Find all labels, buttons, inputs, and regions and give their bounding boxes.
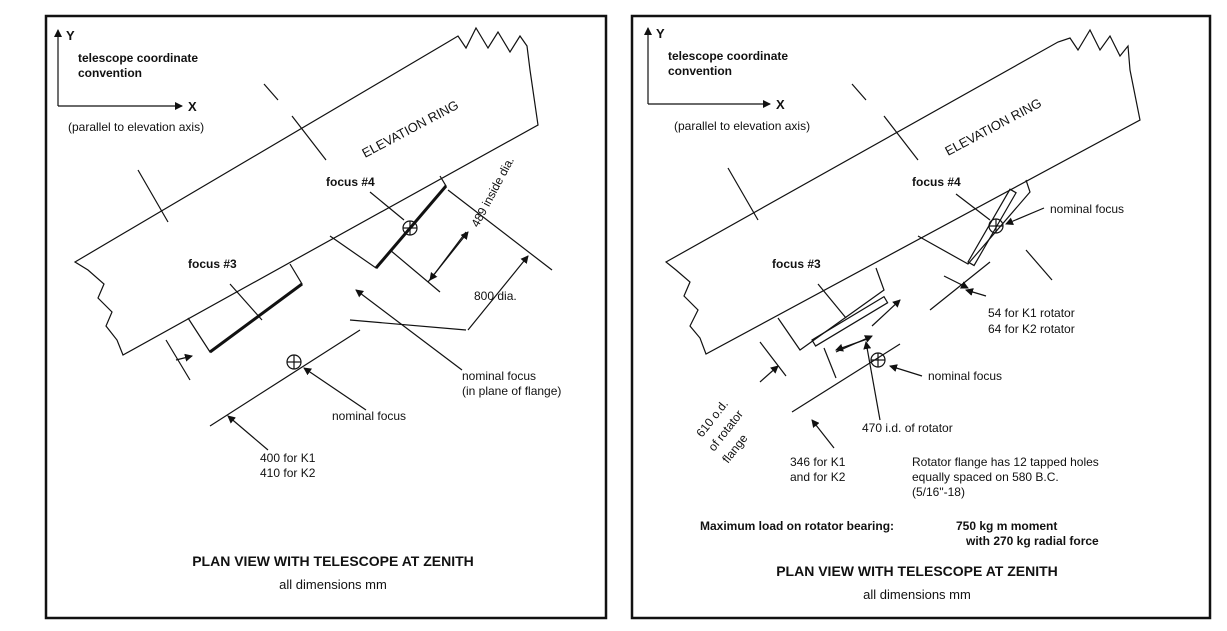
left-dim-400-arrow [227, 415, 269, 451]
left-outer-dia-label: 800 dia. [474, 289, 517, 303]
right-focus4-label: focus #4 [912, 175, 961, 189]
right-max-load-label: Maximum load on rotator bearing: [700, 519, 894, 533]
left-panel-border [44, 14, 608, 620]
right-flange-note-2: equally spaced on 580 B.C. [912, 470, 1059, 484]
left-dim-outer-dia [467, 255, 529, 331]
left-dim-inside-dia-rev [429, 231, 467, 281]
right-dim-ext-c [791, 343, 901, 413]
right-max-load-2: with 270 kg radial force [965, 534, 1099, 548]
right-dim-rot-ext-1 [929, 261, 991, 311]
left-axis-note: (parallel to elevation axis) [68, 120, 204, 134]
right-y-label: Y [656, 26, 665, 41]
right-convention-line1: telescope coordinate [668, 49, 788, 63]
left-coordinate-axes: Y X telescope coordinate convention (par… [54, 28, 204, 134]
right-title: PLAN VIEW WITH TELESCOPE AT ZENITH [776, 563, 1058, 579]
left-nominal-flange-1: nominal focus [462, 369, 536, 383]
right-dim-ext-b [823, 347, 837, 379]
left-ring-tick-2 [291, 115, 327, 161]
right-nominal-top-arrow [1005, 207, 1045, 225]
right-dim-rot-arrow [943, 275, 969, 289]
right-flange-note-1: Rotator flange has 12 tapped holes [912, 455, 1099, 469]
left-convention-line2: convention [78, 66, 142, 80]
right-ring-band [664, 28, 1141, 355]
right-panel-border [630, 14, 1212, 620]
right-ring-tick-1 [727, 167, 759, 221]
left-panel: Y X telescope coordinate convention (par… [44, 14, 608, 620]
right-axis-note: (parallel to elevation axis) [674, 119, 810, 133]
right-dim-610-arrow [871, 299, 901, 327]
right-focus3-rotator [811, 295, 889, 347]
right-focus4: focus #4 nominal focus [912, 175, 1124, 281]
right-focus3: focus #3 [772, 257, 889, 351]
right-dimensions: 54 for K1 rotator 64 for K2 rotator nomi… [693, 261, 1099, 499]
left-nominal-flange-2: (in plane of flange) [462, 384, 561, 398]
left-focus4: focus #4 [326, 175, 448, 269]
right-nominal-focus-label: nominal focus [928, 369, 1002, 383]
right-dim-k2: and for K2 [790, 470, 846, 484]
right-dim-346-arrow [811, 419, 835, 449]
left-ring-tick-3 [263, 83, 279, 101]
right-focus4-rotator [967, 188, 1017, 267]
right-dim-470-leader [863, 341, 881, 421]
right-id-rotator: 470 i.d. of rotator [862, 421, 953, 435]
left-dim-ext-3 [349, 319, 467, 331]
left-focus4-flange [374, 185, 448, 269]
left-elevation-ring: ELEVATION RING [73, 26, 539, 356]
right-dim-610-leader [759, 365, 779, 383]
left-dim-ext-2 [447, 189, 553, 271]
left-focus3-box [187, 263, 303, 353]
right-ring-tick-2 [883, 115, 919, 161]
right-convention-line2: convention [668, 64, 732, 78]
right-flange-note-3: (5/16"-18) [912, 485, 965, 499]
left-dim-small [175, 353, 193, 362]
right-panel: Y X telescope coordinate convention (par… [630, 14, 1212, 620]
left-y-label: Y [66, 28, 75, 43]
right-focus3-box [777, 267, 885, 351]
left-elevation-ring-label: ELEVATION RING [359, 97, 461, 161]
left-nominal-focus-arrow [303, 367, 367, 411]
left-dim-k1: 400 for K1 [260, 451, 316, 465]
left-dim-k2: 410 for K2 [260, 466, 316, 480]
left-focus4-label: focus #4 [326, 175, 375, 189]
left-focus3-leader [229, 283, 263, 321]
right-dim-470-arrow-rev [835, 337, 871, 352]
left-focus3-label: focus #3 [188, 257, 237, 271]
left-inside-dia-label: 489 inside dia. [468, 155, 517, 230]
right-focus4-leader [955, 193, 991, 221]
left-ring-tick-1 [137, 169, 169, 223]
left-x-label: X [188, 99, 197, 114]
left-nominal-focus-label: nominal focus [332, 409, 406, 423]
right-focus3-leader [817, 283, 847, 319]
right-rot-k1: 54 for K1 rotator [988, 306, 1075, 320]
right-rot-k2: 64 for K2 rotator [988, 322, 1075, 336]
left-flange-focus-arrow [355, 289, 463, 371]
left-title: PLAN VIEW WITH TELESCOPE AT ZENITH [192, 553, 474, 569]
left-subtitle: all dimensions mm [279, 577, 387, 592]
left-focus3-flange [209, 282, 303, 354]
left-dim-ext-5 [209, 329, 361, 427]
right-focus4-box [917, 179, 1031, 265]
left-focus3: focus #3 [187, 257, 303, 354]
right-nominal-focus-arrow [889, 364, 923, 377]
right-dim-rot-arrow-2 [965, 288, 987, 297]
right-elevation-ring-label: ELEVATION RING [942, 95, 1044, 159]
right-dim-ext-a [759, 341, 787, 377]
right-subtitle: all dimensions mm [863, 587, 971, 602]
right-x-label: X [776, 97, 785, 112]
right-focus3-label: focus #3 [772, 257, 821, 271]
left-convention-line1: telescope coordinate [78, 51, 198, 65]
right-dim-k1: 346 for K1 [790, 455, 846, 469]
right-max-load-1: 750 kg m moment [956, 519, 1057, 533]
left-ring-band [73, 26, 539, 356]
left-focus4-leader [369, 191, 405, 221]
right-ring-tick-3 [851, 83, 867, 101]
right-coordinate-axes: Y X telescope coordinate convention (par… [644, 26, 810, 133]
left-dim-ext-1 [389, 249, 441, 293]
right-focus4-ext [1025, 249, 1053, 281]
right-nominal-top-label: nominal focus [1050, 202, 1124, 216]
left-dimensions: 489 inside dia. 800 dia. nominal focus (… [165, 155, 561, 480]
